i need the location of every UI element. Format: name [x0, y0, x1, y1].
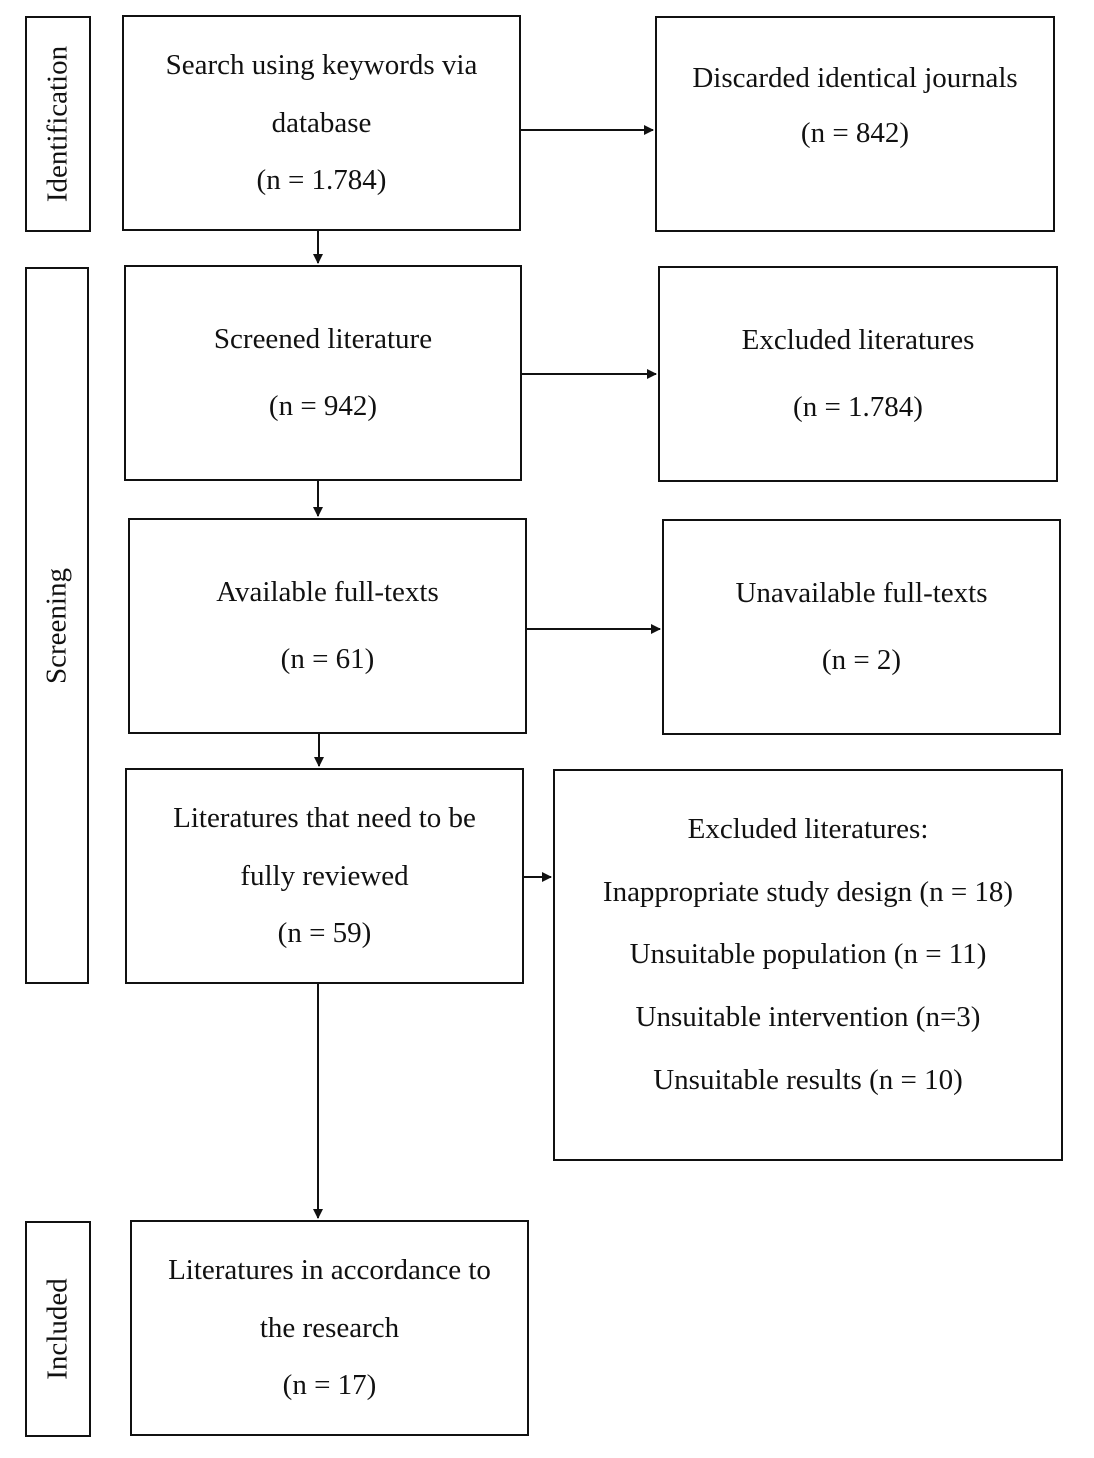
discarded-count: (n = 842) [800, 117, 910, 149]
screened-box: Screened literature (n = 942) [124, 265, 522, 481]
included-line-1: Literatures in accordance to [168, 1254, 491, 1287]
search-line-1: Search using keywords via [165, 49, 478, 82]
excluded-2-reason-design: Inappropriate study design (n = 18) [602, 875, 1014, 908]
excluded-1-count: (n = 1.784) [793, 391, 923, 423]
available-line-1: Available full-texts [216, 576, 439, 608]
search-line-2: database [271, 106, 372, 139]
review-box: Literatures that need to be fully review… [125, 768, 524, 984]
available-count: (n = 61) [280, 643, 375, 675]
stage-identification: Identification [25, 16, 91, 232]
excluded-2-reason-intervention: Unsuitable intervention (n=3) [635, 1001, 981, 1034]
review-line-1: Literatures that need to be [173, 802, 476, 835]
search-count: (n = 1.784) [256, 163, 387, 196]
discarded-box: Discarded identical journals (n = 842) [655, 16, 1055, 232]
excluded-1-line-1: Excluded literatures [741, 324, 975, 356]
discarded-line-1: Discarded identical journals [692, 62, 1018, 94]
screened-line-1: Screened literature [213, 323, 433, 355]
excluded-box-1: Excluded literatures (n = 1.784) [658, 266, 1058, 482]
review-line-2: fully reviewed [240, 859, 409, 892]
stage-screening: Screening [25, 267, 89, 984]
unavailable-count: (n = 2) [821, 644, 902, 676]
excluded-2-reason-population: Unsuitable population (n = 11) [629, 938, 987, 971]
search-box: Search using keywords via database (n = … [122, 15, 521, 231]
unavailable-line-1: Unavailable full-texts [735, 577, 988, 609]
excluded-2-heading: Excluded literatures: [687, 812, 929, 845]
screened-count: (n = 942) [268, 390, 378, 422]
included-box: Literatures in accordance to the researc… [130, 1220, 529, 1436]
stage-included-label: Included [41, 1278, 74, 1380]
stage-included: Included [25, 1221, 91, 1437]
stage-identification-label: Identification [41, 45, 74, 203]
review-count: (n = 59) [277, 916, 372, 949]
unavailable-box: Unavailable full-texts (n = 2) [662, 519, 1061, 735]
stage-screening-label: Screening [40, 567, 73, 684]
included-count: (n = 17) [282, 1368, 377, 1401]
included-line-2: the research [259, 1311, 400, 1344]
excluded-box-2: Excluded literatures: Inappropriate stud… [553, 769, 1063, 1161]
excluded-2-reason-results: Unsuitable results (n = 10) [653, 1064, 963, 1097]
available-box: Available full-texts (n = 61) [128, 518, 527, 734]
